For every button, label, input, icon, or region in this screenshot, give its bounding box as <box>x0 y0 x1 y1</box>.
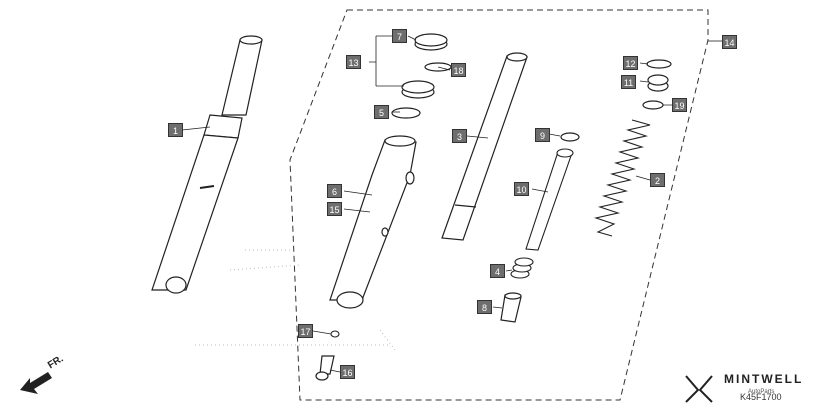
callout-9: 9 <box>535 128 550 142</box>
bolt <box>315 355 335 381</box>
leader-lines <box>181 35 722 373</box>
callout-14: 14 <box>722 35 737 49</box>
outer-tube <box>329 135 417 309</box>
front-direction-arrow <box>20 372 52 394</box>
fork-pipe <box>441 52 528 241</box>
callout-10: 10 <box>514 182 529 196</box>
damper-rod <box>525 148 574 251</box>
small-coil <box>510 257 534 279</box>
callout-19: 19 <box>672 98 687 112</box>
callout-8: 8 <box>477 300 492 314</box>
callout-2: 2 <box>650 173 665 187</box>
small-screw <box>330 330 340 338</box>
callout-5: 5 <box>374 105 389 119</box>
seals <box>391 33 452 119</box>
assembly-boundary <box>289 9 709 401</box>
bushing <box>500 292 522 323</box>
callout-15: 15 <box>327 202 342 216</box>
callout-12: 12 <box>623 56 638 70</box>
small-rings <box>560 59 672 142</box>
drawing-code: K45F1700 <box>740 392 782 402</box>
callout-16: 16 <box>340 365 355 379</box>
brand-tag: AutoParts <box>748 389 775 395</box>
callout-11: 11 <box>621 75 636 89</box>
callout-1: 1 <box>168 123 183 137</box>
brand-logo-mark <box>685 375 713 403</box>
brand-name: MINTWELL <box>724 372 804 386</box>
callout-13: 13 <box>346 55 361 69</box>
fork-spring <box>593 119 651 237</box>
callout-4: 4 <box>490 264 505 278</box>
callout-6: 6 <box>327 184 342 198</box>
callout-7: 7 <box>392 29 407 43</box>
callout-3: 3 <box>452 129 467 143</box>
brand-block: MINTWELL AutoParts <box>684 370 814 406</box>
callout-18: 18 <box>451 63 466 77</box>
callout-17: 17 <box>298 324 313 338</box>
fork-assembly <box>151 35 263 294</box>
